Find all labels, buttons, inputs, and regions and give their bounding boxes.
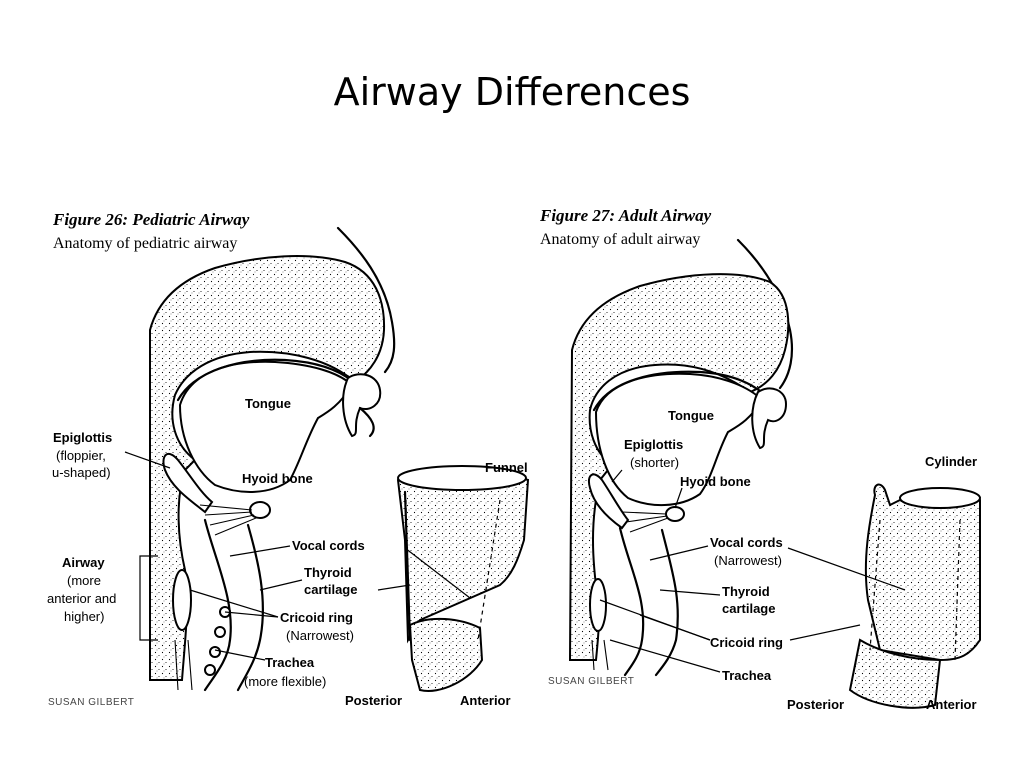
adult-label-anterior: Anterior <box>926 697 977 712</box>
adult-cylinder-illustration <box>848 483 981 709</box>
ped-label-cricoid: Cricoid ring <box>280 610 353 625</box>
ped-label-posterior: Posterior <box>345 693 402 708</box>
adult-label-vocal-cords: Vocal cords <box>710 535 783 550</box>
adult-label-cylinder: Cylinder <box>925 454 977 469</box>
ped-label-cricoid-note: (Narrowest) <box>286 628 354 643</box>
ped-label-trachea: Trachea <box>265 655 315 670</box>
adult-label-trachea: Trachea <box>722 668 772 683</box>
ped-label-anterior: Anterior <box>460 693 511 708</box>
ped-credit: SUSAN GILBERT <box>48 697 134 708</box>
adult-label-posterior: Posterior <box>787 697 844 712</box>
adult-label-epiglottis-note: (shorter) <box>630 455 679 470</box>
ped-label-airway-note3: higher) <box>64 609 104 624</box>
adult-head-illustration <box>568 238 794 677</box>
adult-label-cricoid: Cricoid ring <box>710 635 783 650</box>
ped-label-thyroid-2: cartilage <box>304 582 357 597</box>
pediatric-caption-title: Figure 26: Pediatric Airway <box>52 210 250 229</box>
ped-label-airway-note1: (more <box>67 573 101 588</box>
ped-label-funnel: Funnel <box>485 460 528 475</box>
ped-label-hyoid: Hyoid bone <box>242 471 313 486</box>
ped-label-airway: Airway <box>62 555 105 570</box>
adult-label-epiglottis: Epiglottis <box>624 437 683 452</box>
adult-figure: Figure 27: Adult Airway Anatomy of adult… <box>539 206 981 712</box>
adult-label-tongue: Tongue <box>668 408 714 423</box>
pediatric-figure: Figure 26: Pediatric Airway Anatomy of p… <box>47 210 530 708</box>
pediatric-caption-subtitle: Anatomy of pediatric airway <box>53 235 237 252</box>
pediatric-funnel-illustration <box>396 465 530 692</box>
adult-caption-subtitle: Anatomy of adult airway <box>540 231 700 248</box>
slide-title: Airway Differences <box>333 70 691 114</box>
adult-label-thyroid-1: Thyroid <box>722 584 770 599</box>
adult-caption-title: Figure 27: Adult Airway <box>539 206 712 225</box>
ped-label-epiglottis-note2: u-shaped) <box>52 465 111 480</box>
ped-label-tongue: Tongue <box>245 396 291 411</box>
adult-label-thyroid-2: cartilage <box>722 601 775 616</box>
ped-label-trachea-note: (more flexible) <box>244 674 326 689</box>
ped-label-airway-note2: anterior and <box>47 591 116 606</box>
adult-label-vocal-note: (Narrowest) <box>714 553 782 568</box>
adult-credit: SUSAN GILBERT <box>548 676 634 687</box>
adult-label-hyoid: Hyoid bone <box>680 474 751 489</box>
ped-label-epiglottis: Epiglottis <box>53 430 112 445</box>
ped-label-thyroid-1: Thyroid <box>304 565 352 580</box>
ped-label-vocal-cords: Vocal cords <box>292 538 365 553</box>
pediatric-head-illustration <box>139 226 396 692</box>
ped-label-epiglottis-note1: (floppier, <box>56 448 106 463</box>
